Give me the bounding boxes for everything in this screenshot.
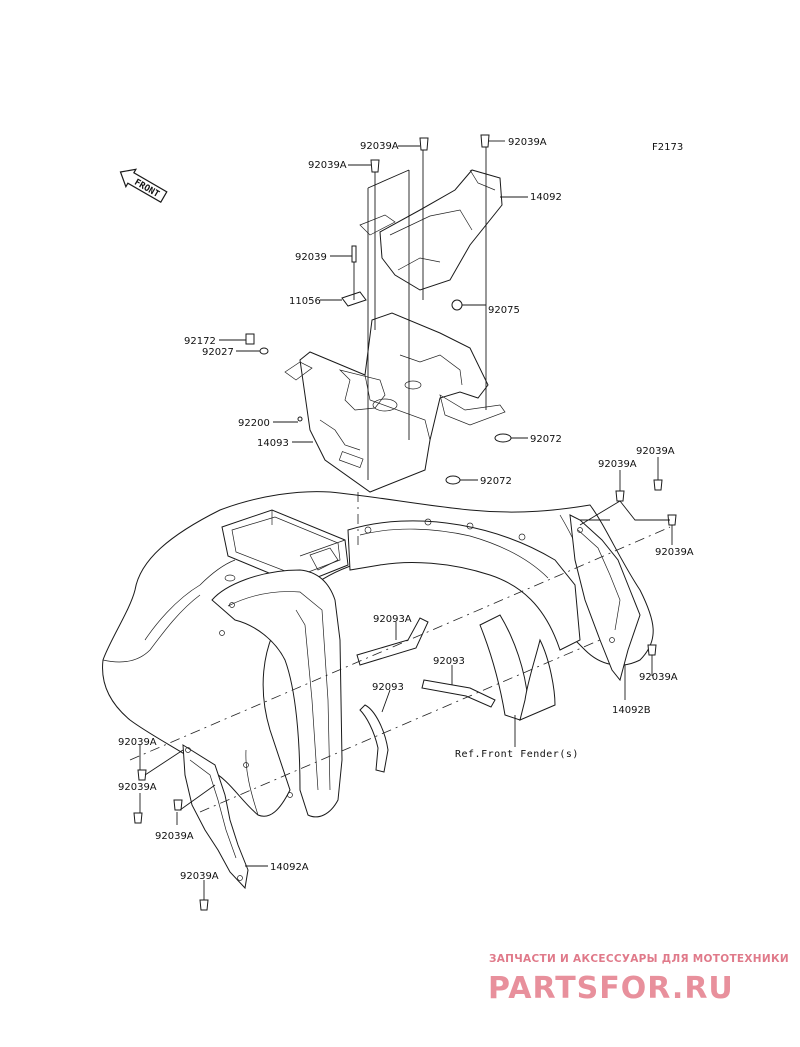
label-14092A: 14092A [270, 862, 309, 873]
part-labels: 92039A 92039A 92039A 14092 92039 11056 9… [118, 137, 694, 882]
main-fender-body [102, 491, 654, 818]
rubber-strips [356, 617, 496, 773]
carrier-bracket-14093 [284, 312, 506, 493]
label-92039A: 92039A [360, 141, 399, 152]
label-92039A: 92039A [639, 672, 678, 683]
label-92039A: 92039A [636, 446, 675, 457]
reference-note: Ref.Front Fender(s) [455, 749, 579, 760]
label-92027: 92027 [202, 347, 234, 358]
label-92039A: 92039A [308, 160, 347, 171]
label-14093: 14093 [257, 438, 289, 449]
label-92039A: 92039A [118, 737, 157, 748]
label-92039A: 92039A [118, 782, 157, 793]
label-92072: 92072 [530, 434, 562, 445]
label-92072: 92072 [480, 476, 512, 487]
watermark-tagline: ЗАПЧАСТИ И АКСЕССУАРЫ ДЛЯ МОТОТЕХНИКИ [489, 953, 789, 965]
label-92093: 92093 [433, 656, 465, 667]
leader-lines [129, 140, 673, 900]
label-92075: 92075 [488, 305, 520, 316]
label-14092B: 14092B [612, 705, 651, 716]
top-bracket-14092 [359, 169, 503, 291]
diagram-code: F2173 [652, 142, 683, 153]
side-bracket-14092A [182, 744, 249, 890]
label-92200: 92200 [238, 418, 270, 429]
watermark: ЗАПЧАСТИ И АКСЕССУАРЫ ДЛЯ МОТОТЕХНИКИ PA… [488, 953, 789, 1006]
label-14092: 14092 [530, 192, 562, 203]
front-direction-arrow: FRONT [119, 168, 168, 204]
label-92039A: 92039A [155, 831, 194, 842]
label-92172: 92172 [184, 336, 216, 347]
rear-bracket-14092B [569, 514, 641, 682]
label-92039A: 92039A [180, 871, 219, 882]
hardware [133, 134, 677, 911]
label-92093A: 92093A [373, 614, 412, 625]
label-92039A: 92039A [508, 137, 547, 148]
label-92093: 92093 [372, 682, 404, 693]
watermark-brand: PARTSFOR.RU [488, 971, 734, 1006]
label-11056: 11056 [289, 296, 321, 307]
label-92039: 92039 [295, 252, 327, 263]
label-92039A: 92039A [655, 547, 694, 558]
label-92039A: 92039A [598, 459, 637, 470]
